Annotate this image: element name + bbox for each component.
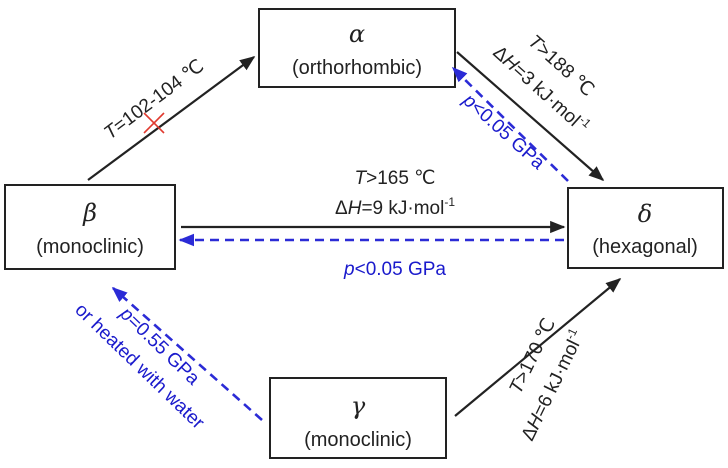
delta-name: (hexagonal): [592, 236, 698, 258]
label-beta-to-delta-temperature: T>165 ℃: [354, 168, 435, 189]
blocked-cross-icon: [143, 112, 165, 134]
arrow-beta-to-alpha: [87, 56, 256, 181]
gamma-name: (monoclinic): [304, 429, 412, 451]
arrow-gamma-to-delta: [454, 278, 622, 417]
beta-name: (monoclinic): [36, 236, 144, 258]
label-delta-to-beta-pressure: p<0.05 GPa: [343, 259, 446, 280]
alpha-symbol: α: [349, 20, 365, 48]
beta-symbol: β: [82, 199, 97, 227]
alpha-name: (orthorhombic): [292, 57, 422, 79]
arrow-gamma-to-beta: [111, 286, 263, 421]
phase-box-gamma: γ (monoclinic): [269, 377, 447, 459]
gamma-symbol: γ: [351, 392, 366, 420]
phase-box-beta: β (monoclinic): [4, 184, 176, 270]
label-beta-to-delta-enthalpy: ΔH=9 kJ·mol-1: [335, 195, 455, 219]
delta-symbol: δ: [638, 200, 652, 228]
arrow-delta-to-alpha: [451, 66, 569, 182]
phase-box-alpha: α (orthorhombic): [258, 8, 456, 88]
label-delta-to-alpha-pressure: p<0.05 GPa: [458, 89, 549, 174]
phase-box-delta: δ (hexagonal): [567, 187, 724, 269]
arrow-alpha-to-delta: [456, 51, 605, 182]
